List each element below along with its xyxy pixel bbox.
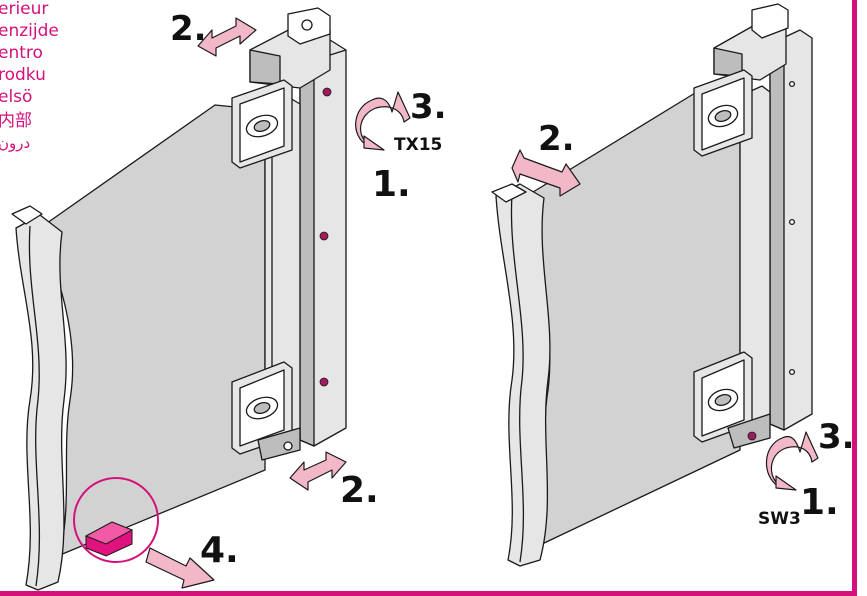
step-label: 2.: [170, 9, 207, 49]
step-label: 3.: [818, 417, 855, 457]
right-figure: 2. 3. 1. SW3: [491, 3, 855, 567]
step-label: 2.: [538, 119, 575, 159]
rotate-arrow-icon: [355, 91, 411, 147]
rotate-arrow-icon: [765, 431, 819, 487]
page-border: [852, 0, 857, 596]
side-label-line: 内部: [0, 111, 32, 131]
double-arrow-icon: [511, 149, 581, 197]
step-label: 2.: [340, 470, 379, 511]
profile-end-cap: [11, 205, 43, 225]
step-label: 1.: [372, 164, 411, 205]
double-arrow-icon: [197, 17, 257, 57]
front-profile: [15, 214, 67, 591]
side-label-line: elsö: [0, 87, 32, 107]
side-label-line: erieur: [0, 0, 48, 19]
left-figure: 2. 3. TX15 1. 2. 4.: [11, 7, 447, 591]
detail-circle: [73, 477, 159, 563]
step-label: 3.: [410, 87, 447, 127]
tool-label: TX15: [394, 135, 442, 155]
side-language-labels: erieur enzijde entro rodku elsö 内部 درون: [0, 0, 59, 152]
page-border-bottom: [0, 591, 857, 596]
side-label-line: enzijde: [0, 21, 59, 41]
screw-icon: [319, 377, 329, 387]
fabric-panel: [39, 104, 266, 556]
screw-icon: [322, 87, 332, 97]
step-label: 4.: [200, 530, 239, 571]
step-label: 1.: [800, 482, 839, 523]
pull-arrow-icon: [145, 547, 215, 589]
screw-icon: [747, 431, 757, 441]
double-arrow-icon: [289, 451, 347, 491]
side-label-line: rodku: [0, 65, 46, 85]
screw-icon: [319, 231, 329, 241]
side-label-line: درون: [0, 134, 30, 152]
tool-label: SW3: [758, 509, 801, 529]
side-label-line: entro: [0, 43, 43, 63]
